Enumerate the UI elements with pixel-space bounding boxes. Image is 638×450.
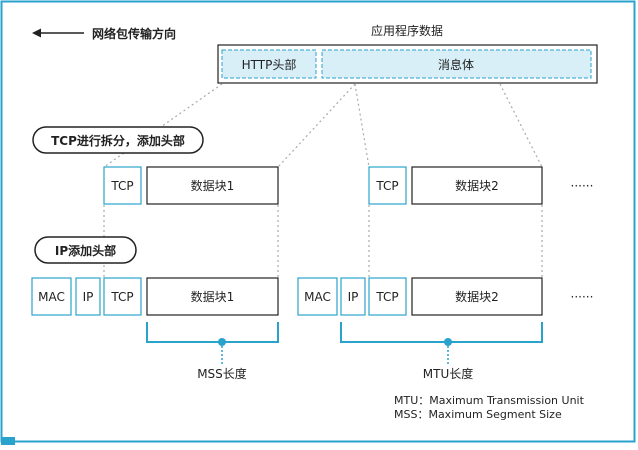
ip-step-pill (34, 236, 137, 264)
ip-data-block-1 (146, 277, 279, 316)
tcp-data-block-1-label: 数据块1 (191, 178, 235, 193)
direction-label: 网络包传输方向 (92, 26, 176, 41)
ip-row-tcp-box-2 (368, 277, 407, 316)
message-body-label: 消息体 (438, 57, 474, 72)
ip-data-block-2-label: 数据块2 (455, 289, 499, 304)
ip-row-tcp-box-1 (103, 277, 142, 316)
mac-header-label-2: MAC (304, 290, 331, 304)
ip-row-tcp-label-2: TCP (375, 290, 398, 304)
mtu-length-label: MTU长度 (423, 366, 473, 381)
mtu-bracket (340, 322, 543, 364)
http-header-label: HTTP头部 (242, 57, 297, 72)
message-body-box (321, 49, 592, 79)
tcp-header-label-2: TCP (375, 179, 398, 193)
tcp-data-block-1 (146, 166, 279, 205)
tcp-data-block-2-label: 数据块2 (455, 178, 499, 193)
tcp-step-pill (32, 126, 204, 154)
ip-header-box-2 (340, 277, 366, 316)
tcp-header-box-1 (103, 166, 142, 205)
mss-bracket (146, 322, 279, 364)
mac-header-box-2 (297, 277, 338, 316)
tcp-step-label: TCP进行拆分，添加头部 (51, 133, 185, 148)
mss-length-label: MSS长度 (197, 366, 247, 381)
ip-header-box-1 (75, 277, 101, 316)
legend-mss: MSS：Maximum Segment Size (394, 408, 562, 421)
ip-step-label: IP添加头部 (55, 243, 116, 258)
tcp-header-box-2 (368, 166, 407, 205)
http-header-box (221, 49, 317, 79)
tcp-row-ellipsis: ······ (571, 179, 594, 193)
direction-arrow-icon (32, 28, 84, 38)
tcp-data-block-2 (411, 166, 543, 205)
ip-header-label-1: IP (83, 290, 94, 304)
ip-row-tcp-label-1: TCP (110, 290, 133, 304)
ip-header-label-2: IP (348, 290, 359, 304)
mac-header-box-1 (31, 277, 72, 316)
ip-data-block-1-label: 数据块1 (191, 289, 235, 304)
frame-corner-mark (1, 437, 15, 445)
mac-header-label-1: MAC (38, 290, 65, 304)
ip-data-block-2 (411, 277, 543, 316)
ip-row-ellipsis: ······ (571, 290, 594, 304)
tcp-header-label-1: TCP (110, 179, 133, 193)
app-data-title: 应用程序数据 (371, 23, 443, 38)
legend-mtu: MTU：Maximum Transmission Unit (394, 394, 585, 407)
